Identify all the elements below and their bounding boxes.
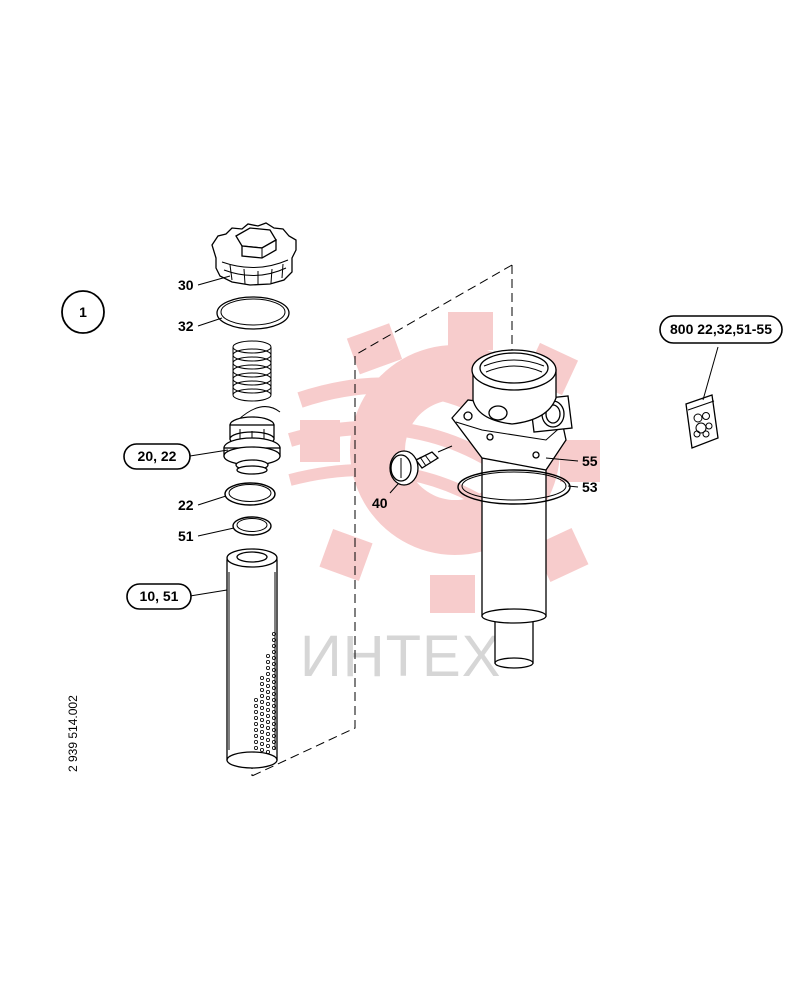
perforation-hole [259,724,264,729]
perforation-hole [271,746,276,751]
perforation-hole [253,734,258,739]
callout-55: 55 [582,453,598,469]
perforation-hole [259,676,264,681]
perforation-hole [271,722,276,727]
perforation-hole [265,714,270,719]
svg-text:20, 22: 20, 22 [138,448,177,464]
perforation-hole [265,672,270,677]
perforation-hole [259,730,264,735]
perforation-hole [253,716,258,721]
perforation-hole [253,740,258,745]
perforation-hole [265,666,270,671]
perforation-hole [271,740,276,745]
filter-element-10 [226,548,278,769]
perforation-hole [271,680,276,685]
perforation-hole [253,710,258,715]
watermark-gear-logo [288,312,600,613]
perforation-hole [259,748,264,753]
perforation-hole [265,684,270,689]
perforation-hole [253,746,258,751]
perforation-hole [259,706,264,711]
callout-53: 53 [582,479,598,495]
seal-kit-bag-800 [685,394,719,449]
svg-text:10, 51: 10, 51 [140,588,179,604]
perforation-hole [259,712,264,717]
perforation-hole [271,668,276,673]
filter-perforations [253,632,276,755]
perforation-hole [259,718,264,723]
callout-40: 40 [372,495,388,511]
perforation-hole [253,698,258,703]
watermark-text: ИНТЕХ [300,624,501,689]
perforation-hole [265,738,270,743]
perforation-hole [253,704,258,709]
perforation-hole [271,728,276,733]
callout-pill-800: 800 22,32,51-55 [659,315,783,344]
svg-text:800 22,32,51-55: 800 22,32,51-55 [670,321,772,337]
perforation-hole [271,650,276,655]
perforation-hole [253,722,258,727]
callout-30: 30 [178,277,194,293]
callout-22: 22 [178,497,194,513]
o-ring-22 [224,482,276,506]
o-ring-51 [232,516,272,536]
perforation-hole [265,690,270,695]
spring [232,340,272,402]
perforation-hole [271,686,276,691]
perforation-hole [265,726,270,731]
perforation-hole [271,704,276,709]
view-number-circle: 1 [61,290,105,334]
perforation-hole [265,744,270,749]
callout-32: 32 [178,318,194,334]
perforation-hole [271,644,276,649]
perforation-hole [265,750,270,755]
perforation-hole [271,662,276,667]
perforation-hole [265,696,270,701]
perforation-hole [265,732,270,737]
perforation-hole [265,654,270,659]
perforation-hole [265,708,270,713]
drawing-number: 2 939 514.002 [66,695,80,772]
perforation-hole [271,698,276,703]
leader-lines [189,275,719,597]
perforation-hole [259,688,264,693]
perforation-hole [259,742,264,747]
clogging-indicator-40 [389,445,453,486]
perforation-hole [271,638,276,643]
perforation-hole [271,674,276,679]
perforation-hole [271,656,276,661]
perforation-hole [271,710,276,715]
perforation-hole [259,682,264,687]
perforation-hole [271,716,276,721]
perforation-hole [265,678,270,683]
perforation-hole [271,632,276,637]
perforation-hole [265,660,270,665]
callout-pill-20-22: 20, 22 [123,443,191,470]
perforation-hole [259,736,264,741]
callout-pill-10-51: 10, 51 [126,583,192,610]
o-ring-32 [216,296,290,330]
perforation-hole [271,692,276,697]
filter-housing [451,349,573,669]
perforation-hole [265,720,270,725]
perforation-hole [253,728,258,733]
bypass-valve-20 [223,406,281,475]
callout-51: 51 [178,528,194,544]
perforation-hole [259,694,264,699]
filter-cap-30 [211,222,297,286]
svg-text:1: 1 [79,304,87,320]
perforation-hole [271,734,276,739]
perforation-hole [259,700,264,705]
o-ring-53 [457,469,571,505]
perforation-hole [265,702,270,707]
